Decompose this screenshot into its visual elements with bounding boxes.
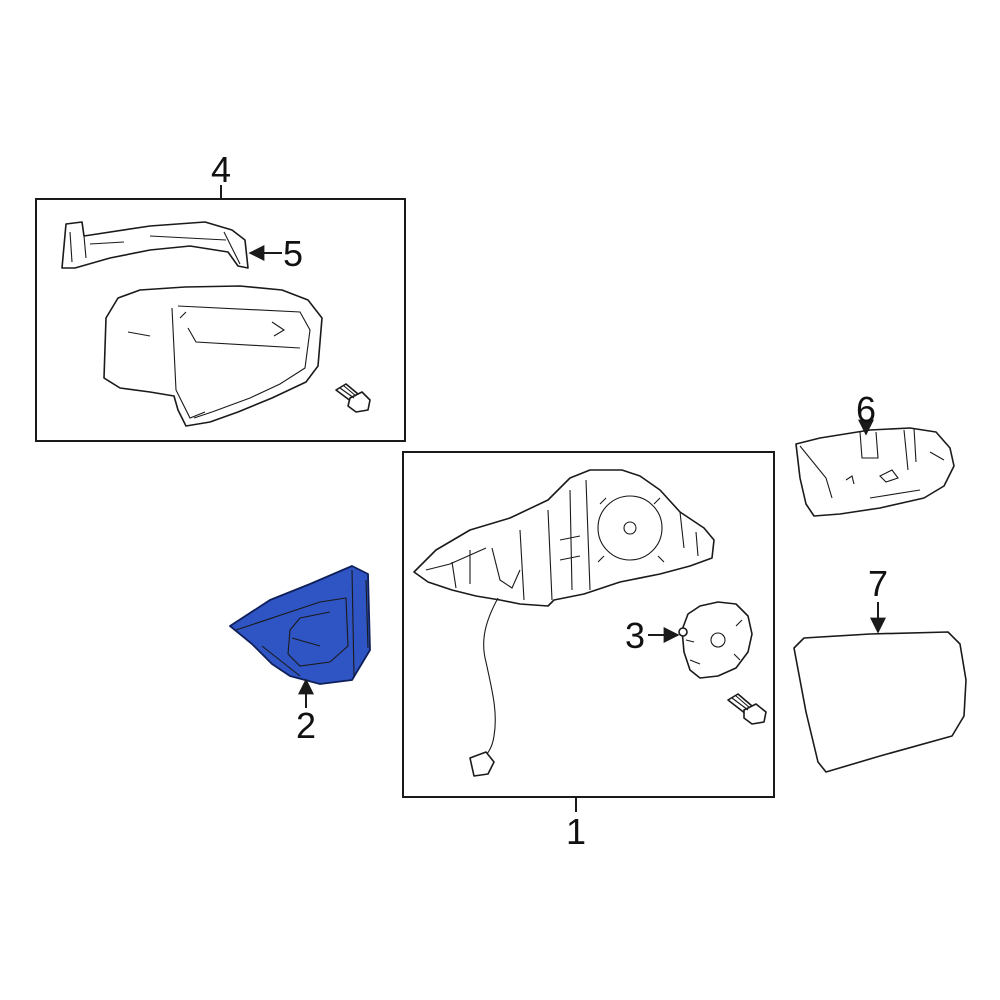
callout-2-label: 2 [296, 705, 316, 746]
actuator-screw-part[interactable] [727, 693, 767, 725]
cover-assembly-group: 4 5 [35, 149, 406, 442]
cover-screw-part[interactable] [335, 383, 371, 413]
mirror-cover-part[interactable] [103, 285, 323, 427]
callout-1-label: 1 [566, 811, 586, 852]
turn-signal-lens-part[interactable] [61, 221, 249, 269]
inner-trim-cover-part[interactable] [229, 565, 371, 685]
mirror-assembly-part[interactable] [413, 469, 715, 777]
mirror-glass-part[interactable] [793, 631, 967, 773]
callout-5-label: 5 [283, 233, 303, 274]
inner-trim-cover-shape [229, 565, 371, 685]
callout-3-label: 3 [625, 615, 645, 656]
cover-trim-part[interactable] [795, 427, 955, 517]
callout-6-label: 6 [856, 389, 876, 430]
callout-7-label: 7 [868, 563, 888, 604]
glass-actuator-part[interactable] [678, 601, 753, 679]
callout-4-label: 4 [211, 149, 231, 190]
mirror-assembly-box [402, 451, 775, 798]
mirror-assembly-group: 1 3 [402, 451, 775, 852]
